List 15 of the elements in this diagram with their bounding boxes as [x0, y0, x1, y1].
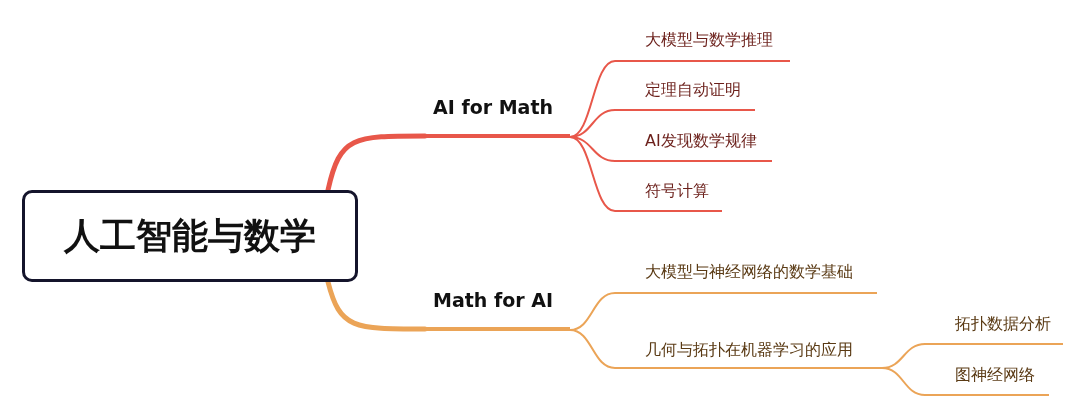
- branch-topic: Math for AI: [425, 289, 570, 331]
- branch-line: [569, 136, 616, 212]
- subtopic: 拓扑数据分析: [925, 314, 1063, 345]
- subtopic: 几何与拓扑在机器学习的应用: [615, 340, 882, 369]
- subtopic: 图神经网络: [925, 365, 1049, 396]
- branch-topic: AI for Math: [425, 96, 570, 138]
- branch-line: [881, 367, 926, 396]
- subtopic: AI发现数学规律: [615, 131, 772, 162]
- subtopic: 符号计算: [615, 181, 722, 212]
- root-topic-box: 人工智能与数学: [22, 190, 358, 282]
- branch-line: [569, 329, 616, 369]
- subtopic: 大模型与神经网络的数学基础: [615, 262, 877, 294]
- branch-line: [569, 60, 616, 138]
- subtopic: 大模型与数学推理: [615, 30, 790, 62]
- subtopic: 定理自动证明: [615, 80, 755, 111]
